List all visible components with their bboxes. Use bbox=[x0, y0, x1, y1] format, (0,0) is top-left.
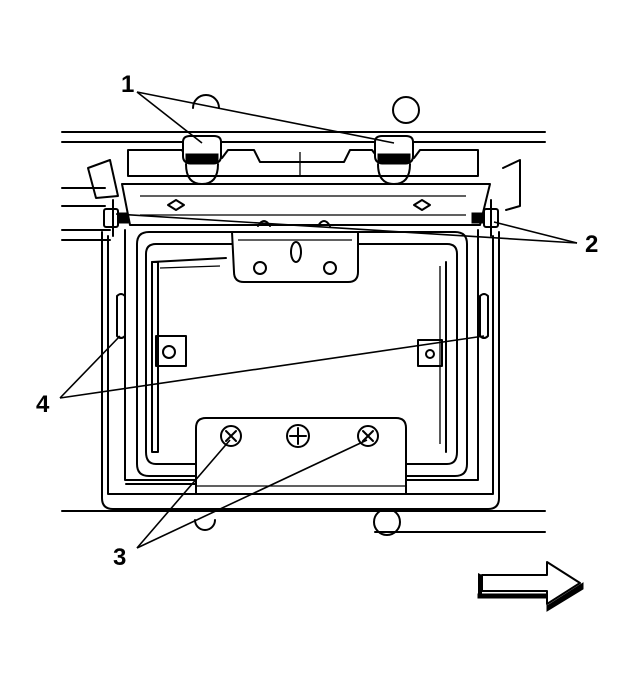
retaining-tab-right bbox=[374, 135, 414, 185]
mount-pad-right bbox=[417, 339, 443, 367]
receiver-frame bbox=[136, 231, 468, 477]
mount-pad-left bbox=[155, 335, 187, 367]
side-bolt-left bbox=[103, 199, 129, 237]
lower-bracket bbox=[125, 417, 407, 495]
callout-3-label: 3 bbox=[113, 544, 126, 571]
right-arrow-icon bbox=[477, 561, 584, 612]
upper-bracket bbox=[231, 220, 359, 283]
side-clip-right bbox=[479, 293, 489, 339]
screw-left bbox=[220, 425, 242, 447]
screw-center bbox=[286, 424, 310, 448]
frame-rails bbox=[61, 131, 546, 533]
leader-lines bbox=[59, 91, 578, 549]
retaining-tab-left bbox=[182, 135, 222, 185]
side-clip-left bbox=[116, 293, 126, 339]
callout-2-label: 2 bbox=[585, 231, 598, 258]
top-trim bbox=[121, 149, 491, 226]
callout-4-label: 4 bbox=[36, 391, 50, 418]
side-bolt-right bbox=[471, 199, 499, 237]
callout-1-label: 1 bbox=[121, 71, 134, 98]
